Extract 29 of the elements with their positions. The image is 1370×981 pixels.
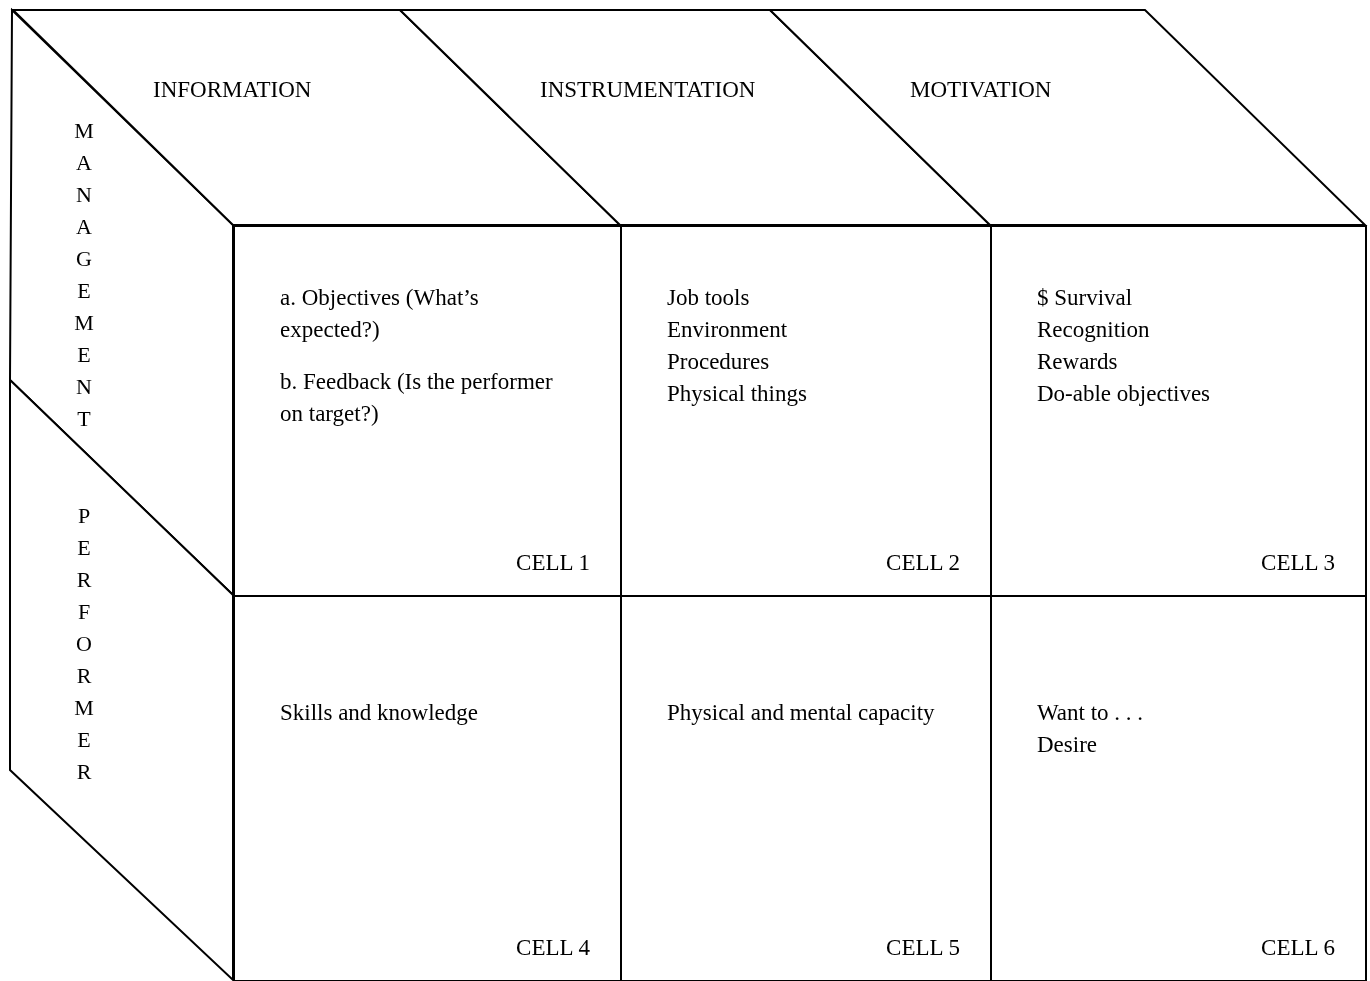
cell-number: CELL 3 — [1261, 549, 1335, 577]
row-heading: PERFORMER — [73, 502, 95, 786]
cell-number: CELL 5 — [886, 934, 960, 962]
list-item: b. Feedback (Is the performer on target?) — [280, 368, 554, 428]
list-item: Want to . . . — [1037, 699, 1145, 727]
list-item: Desire — [1037, 731, 1099, 759]
list-item: Recognition — [1037, 316, 1151, 344]
list-item: Job tools — [667, 284, 751, 312]
list-item: Rewards — [1037, 348, 1119, 376]
row-heading: MANAGEMENT — [73, 117, 95, 433]
column-heading: MOTIVATION — [910, 76, 1052, 104]
column-heading: INSTRUMENTATION — [540, 76, 756, 104]
grid-cell — [233, 595, 622, 981]
cell-number: CELL 1 — [516, 549, 590, 577]
list-item: Procedures — [667, 348, 771, 376]
list-item: Environment — [667, 316, 789, 344]
list-item: Do-able objectives — [1037, 380, 1212, 408]
grid-cell — [990, 225, 1367, 597]
cell-number: CELL 2 — [886, 549, 960, 577]
grid-cell — [990, 595, 1367, 981]
list-item: Physical things — [667, 380, 808, 408]
list-item: a. Objectives (What’s expected?) — [280, 284, 480, 344]
list-item: Physical and mental capacity — [667, 699, 936, 727]
column-heading: INFORMATION — [153, 76, 312, 104]
cell-number: CELL 4 — [516, 934, 590, 962]
list-item: $ Survival — [1037, 284, 1134, 312]
list-item: Skills and knowledge — [280, 699, 480, 727]
cell-number: CELL 6 — [1261, 934, 1335, 962]
grid-cell — [233, 225, 622, 597]
